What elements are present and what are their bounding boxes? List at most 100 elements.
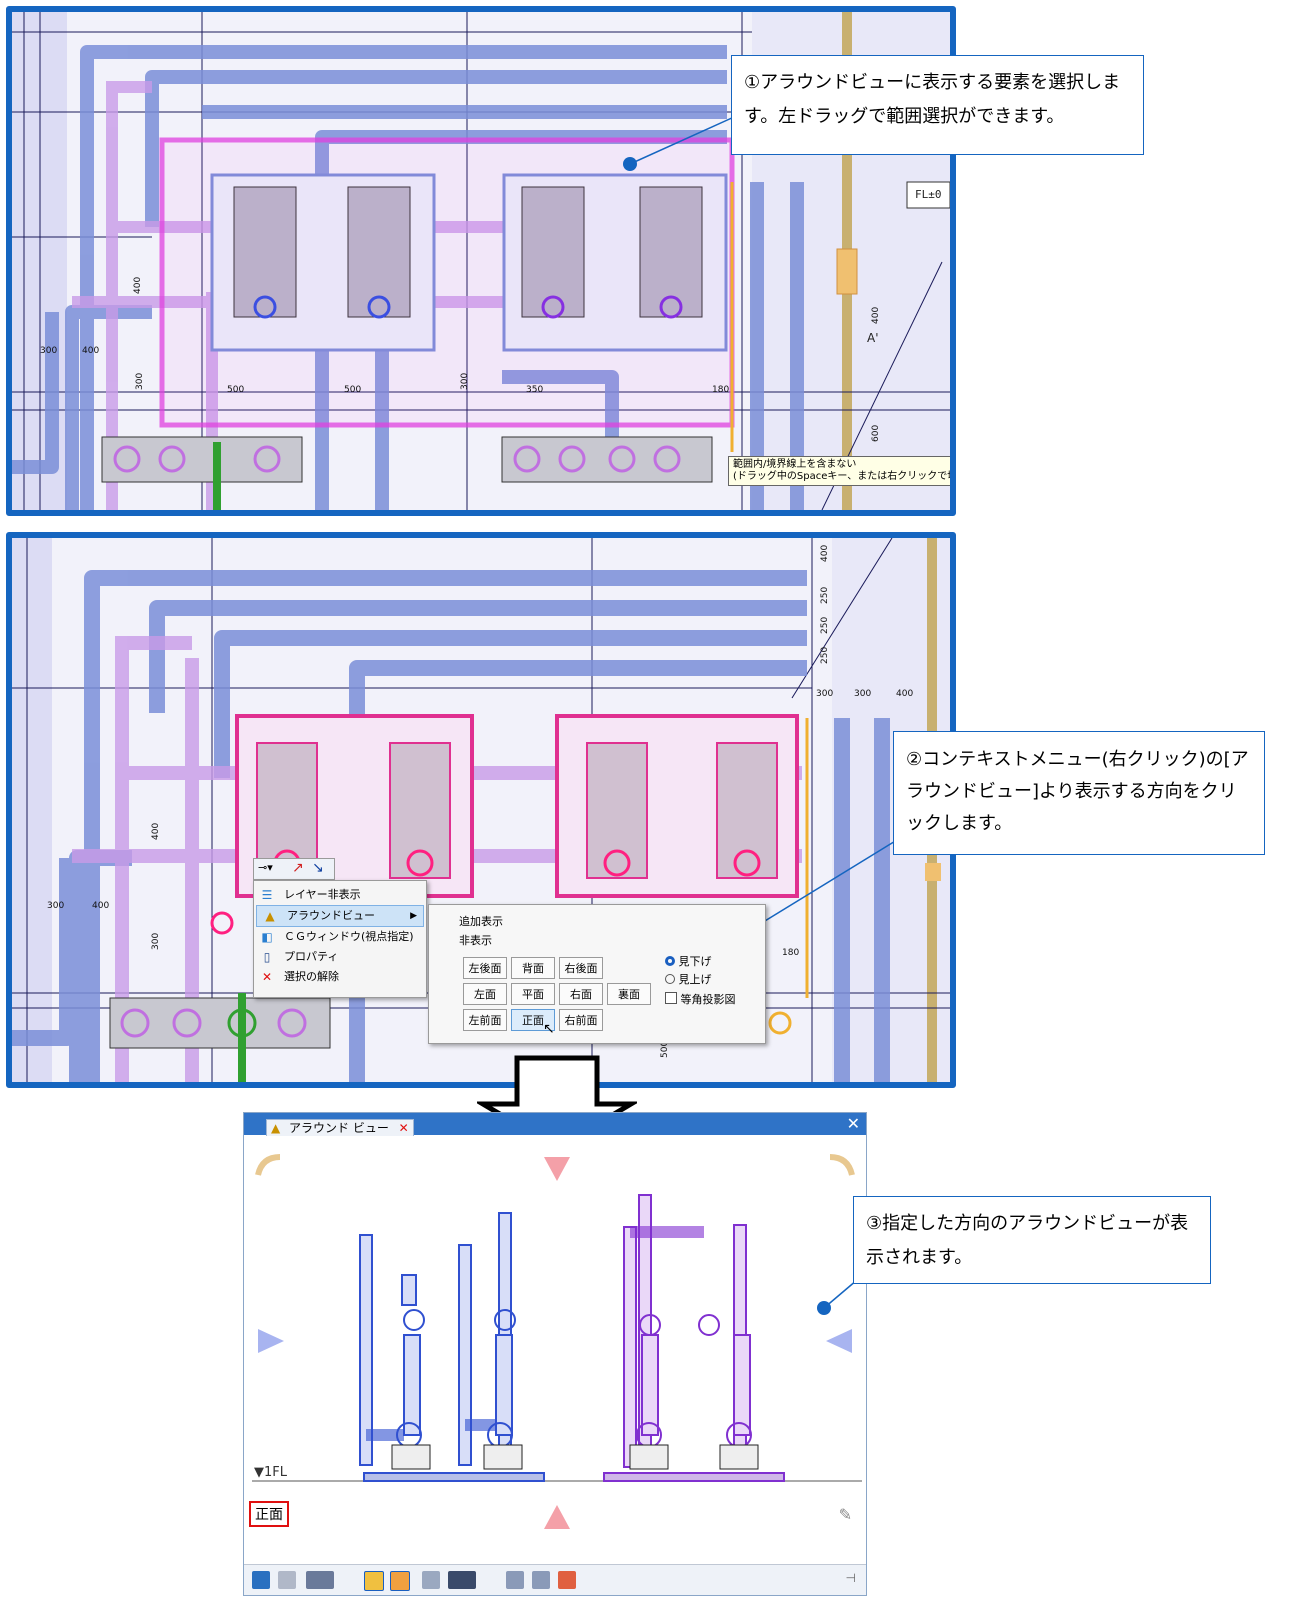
dim2-400-left: 400 xyxy=(92,901,109,911)
arrow-up-icon[interactable]: ↗ xyxy=(292,860,304,876)
dir-right-button[interactable]: 右面 xyxy=(559,983,603,1005)
menu-item-property[interactable]: ▯ プロパティ xyxy=(254,947,426,967)
radio-view-down[interactable]: 見下げ xyxy=(665,953,712,969)
dim2-180: 180 xyxy=(782,948,799,958)
dim2-300-b: 300 xyxy=(854,689,871,699)
view-left-icon[interactable] xyxy=(252,1571,270,1589)
around-view-submenu: 追加表示 非表示 左後面 背面 右後面 左面 平面 右面 裏面 左前面 正面 右… xyxy=(428,904,766,1044)
dim-500-b: 500 xyxy=(344,385,361,395)
radio-view-down-label: 見下げ xyxy=(678,955,712,968)
submenu-arrow-icon: ▶ xyxy=(410,911,417,921)
rotate-left-icon[interactable] xyxy=(255,1154,281,1176)
dim2-400-top: 400 xyxy=(820,545,830,562)
radio-view-up-label: 見上げ xyxy=(678,973,712,986)
window-icon[interactable] xyxy=(558,1571,576,1589)
section-marker: A' xyxy=(867,331,879,345)
around-view-window: ▲ アラウンド ビュー ✕ ✕ xyxy=(243,1112,867,1596)
dir-right-front-button[interactable]: 右前面 xyxy=(559,1009,603,1031)
menu-item-layer-hide[interactable]: ☰ レイヤー非表示 xyxy=(254,885,426,905)
around-view-toolbar: ⊣ xyxy=(244,1564,866,1595)
callout-step2: ②コンテキストメニュー(右クリック)の[アラウンドビュー]より表示する方向をクリ… xyxy=(893,731,1265,855)
nav-down-arrow-icon[interactable] xyxy=(544,1505,570,1529)
grid-toggle-icon[interactable] xyxy=(364,1571,384,1591)
callout-step3: ③指定した方向のアラウンドビューが表示されます。 xyxy=(853,1196,1211,1284)
menu-item-cg-window[interactable]: ◧ ＣＧウィンドウ(視点指定) xyxy=(254,927,426,947)
dir-left-back-button[interactable]: 左後面 xyxy=(463,957,507,979)
dim2-250-a: 250 xyxy=(820,587,830,604)
dim2-250-b: 250 xyxy=(820,617,830,634)
tab-close-icon[interactable]: ✕ xyxy=(398,1121,409,1135)
dim-400: 400 xyxy=(82,346,99,356)
dim2-300-left: 300 xyxy=(47,901,64,911)
layer-icon: ☰ xyxy=(261,888,273,902)
tooltip-line1: 範囲内/境界線上を含まない xyxy=(733,459,857,470)
close-x-icon: ✕ xyxy=(261,970,273,984)
dim2-250-c: 250 xyxy=(820,647,830,664)
callout-step2-text: ②コンテキストメニュー(右クリック)の[アラウンドビュー]より表示する方向をクリ… xyxy=(906,749,1249,834)
select-mode-dropdown[interactable]: ⊸▾ xyxy=(258,861,273,874)
nav-right-arrow-icon[interactable] xyxy=(826,1329,852,1353)
brush-icon[interactable] xyxy=(422,1571,440,1589)
checkbox-icon xyxy=(665,992,677,1004)
floor-label: ▼1FL xyxy=(254,1465,287,1480)
dir-left-front-button[interactable]: 左前面 xyxy=(463,1009,507,1031)
dim-600-right: 600 xyxy=(871,425,881,442)
around-view-canvas[interactable] xyxy=(244,1135,866,1565)
dim2-400-b: 400 xyxy=(896,689,913,699)
submenu-add-display[interactable]: 追加表示 xyxy=(459,915,503,928)
dir-plan-button[interactable]: 平面 xyxy=(511,983,555,1005)
radio-unselected-icon xyxy=(665,974,675,984)
dir-front-button[interactable]: 正面 xyxy=(511,1009,555,1031)
rotate-toggle-icon[interactable] xyxy=(390,1571,410,1591)
menu-item-deselect[interactable]: ✕ 選択の解除 xyxy=(254,967,426,987)
checkbox-isometric-label: 等角投影図 xyxy=(680,993,736,1006)
eye-icon[interactable] xyxy=(306,1571,334,1589)
radio-view-up[interactable]: 見上げ xyxy=(665,971,712,987)
dim2-400-vert: 400 xyxy=(151,823,161,840)
menu-label: レイヤー非表示 xyxy=(284,888,361,901)
dim2-500: 500 xyxy=(660,1041,670,1058)
pen-icon[interactable]: ✎ xyxy=(838,1505,852,1524)
menu-label: ＣＧウィンドウ(視点指定) xyxy=(284,930,414,943)
pin-icon[interactable]: ⊣ xyxy=(845,1571,856,1585)
dim-180: 180 xyxy=(712,385,729,395)
view-right-icon[interactable] xyxy=(278,1571,296,1589)
around-view-tab[interactable]: ▲ アラウンド ビュー ✕ xyxy=(266,1119,414,1136)
callout-step3-text: ③指定した方向のアラウンドビューが表示されます。 xyxy=(866,1213,1189,1268)
cad-canvas-step2[interactable]: 400 250 250 250 300 300 400 400 300 400 … xyxy=(6,532,956,1088)
tooltip-line2: (ドラッグ中のSpaceキー、または右クリックで切り替え) xyxy=(733,471,956,482)
dim-400-vert: 400 xyxy=(133,277,143,294)
dim-300-vert: 300 xyxy=(135,373,145,390)
view-direction-label: 正面 xyxy=(249,1501,289,1527)
dir-right-back-button[interactable]: 右後面 xyxy=(559,957,603,979)
submenu-hide[interactable]: 非表示 xyxy=(459,934,492,947)
checkbox-isometric[interactable]: 等角投影図 xyxy=(665,991,736,1007)
window-title: アラウンド ビュー xyxy=(289,1121,389,1135)
rotate-right-icon[interactable] xyxy=(829,1154,855,1176)
dim2-300-vert: 300 xyxy=(151,933,161,950)
fl-level-label: FL±0 xyxy=(915,188,942,201)
export-icon[interactable] xyxy=(506,1571,524,1589)
nav-up-arrow-icon[interactable] xyxy=(544,1157,570,1181)
cg-window-icon: ◧ xyxy=(261,930,273,944)
camera-icon[interactable] xyxy=(448,1571,476,1589)
menu-item-around-view[interactable]: ▲ アラウンドビュー ▶ xyxy=(256,905,424,927)
import-icon[interactable] xyxy=(532,1571,550,1589)
nav-left-arrow-icon[interactable] xyxy=(258,1329,284,1353)
dir-left-button[interactable]: 左面 xyxy=(463,983,507,1005)
arrow-down-icon[interactable]: ↘ xyxy=(312,860,324,876)
dim-350: 350 xyxy=(526,385,543,395)
dir-bottom-button[interactable]: 裏面 xyxy=(607,983,651,1005)
window-close-icon[interactable]: ✕ xyxy=(846,1114,860,1133)
dim-300-vert-b: 300 xyxy=(460,373,470,390)
dim-300: 300 xyxy=(40,346,57,356)
context-menu: ☰ レイヤー非表示 ▲ アラウンドビュー ▶ ◧ ＣＧウィンドウ(視点指定) ▯… xyxy=(253,880,427,998)
dim-500-a: 500 xyxy=(227,385,244,395)
around-view-icon: ▲ xyxy=(265,909,275,923)
callout3-connector xyxy=(817,1279,858,1315)
dir-back-button[interactable]: 背面 xyxy=(511,957,555,979)
callout-pointer-dot xyxy=(623,157,637,171)
menu-label: 選択の解除 xyxy=(284,970,339,983)
drag-mode-tooltip: 範囲内/境界線上を含まない (ドラッグ中のSpaceキー、または右クリックで切り… xyxy=(728,456,956,486)
dim2-300-a: 300 xyxy=(816,689,833,699)
